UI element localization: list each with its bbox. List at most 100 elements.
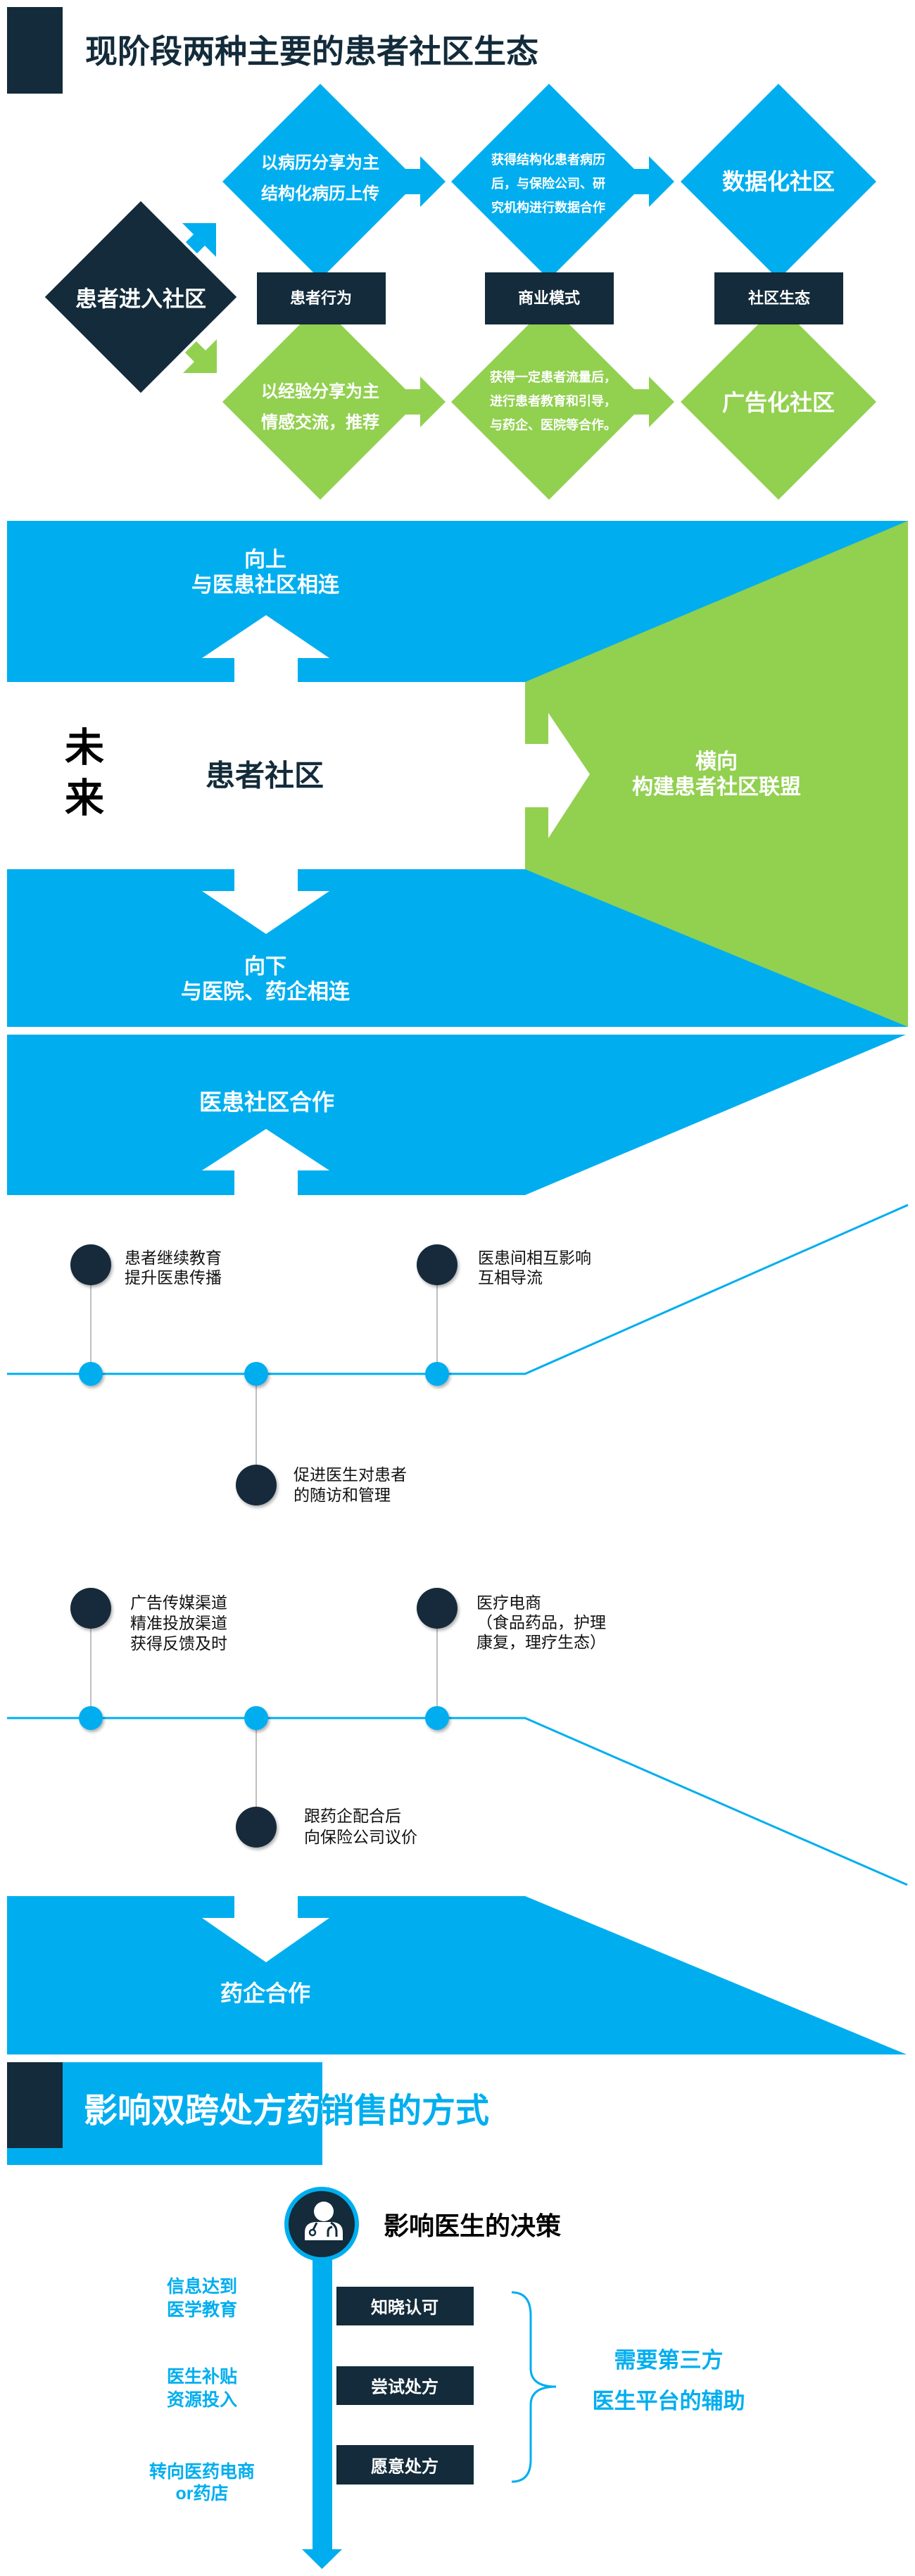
timeline-2-dot-1 bbox=[79, 1706, 103, 1730]
data-business-diamond bbox=[451, 84, 647, 279]
text-line: 促进医生对患者 bbox=[294, 1465, 407, 1484]
patient-community-label: 患者社区 bbox=[205, 759, 324, 793]
text-line: 需要第三方 bbox=[614, 2348, 724, 2373]
doctor-patient-band-label: 医患社区合作 bbox=[198, 1090, 335, 1115]
conclusion-text: 需要第三方 医生平台的辅助 bbox=[593, 2340, 745, 2422]
means-item-3: 转向医药电商 or药店 bbox=[149, 2461, 255, 2505]
section4-header-block bbox=[7, 2062, 63, 2148]
timeline-1-dot-3 bbox=[425, 1362, 449, 1386]
timeline-2-line bbox=[7, 1717, 908, 1886]
entry-diamond bbox=[41, 197, 241, 397]
text-line: 究机构进行数据合作 bbox=[491, 201, 605, 215]
timeline-1-item-1: 患者继续教育 提升医患传播 bbox=[125, 1248, 222, 1287]
curly-brace-icon bbox=[511, 2291, 557, 2483]
text-line: 与医院、药企相连 bbox=[181, 980, 350, 1004]
text-line: 与药企、医院等合作。 bbox=[490, 418, 617, 432]
arrow-right-icon bbox=[521, 713, 590, 838]
text-line: 提升医患传播 bbox=[125, 1268, 222, 1287]
doctor-stethoscope-icon bbox=[284, 2187, 359, 2261]
arrow-down-icon bbox=[202, 865, 329, 934]
text-line: 跟药企配合后 bbox=[304, 1807, 401, 1825]
data-behavior-text: 以病历分享为主 结构化病历上传 bbox=[261, 148, 379, 210]
ad-ecosystem-diamond bbox=[681, 304, 876, 500]
data-business-text: 获得结构化患者病历 后，与保险公司、研 究机构进行数据合作 bbox=[491, 148, 605, 220]
data-ecosystem-text: 数据化社区 bbox=[721, 169, 835, 194]
text-line: or药店 bbox=[175, 2484, 229, 2504]
pharma-band bbox=[7, 1896, 907, 2054]
text-line: 医患间相互影响 bbox=[478, 1249, 591, 1267]
arrow-up-icon bbox=[202, 615, 329, 686]
text-line: 互相导流 bbox=[478, 1268, 543, 1287]
means-item-1: 信息达到 医学教育 bbox=[167, 2275, 237, 2322]
timeline-2-marker-2 bbox=[236, 1807, 277, 1848]
timeline-1-line bbox=[7, 1204, 909, 1375]
band-arrow-up-icon bbox=[202, 1129, 329, 1199]
pharma-band-label: 药企合作 bbox=[220, 1981, 311, 2006]
data-ecosystem-diamond bbox=[681, 84, 876, 279]
timeline-1-marker-3 bbox=[417, 1244, 458, 1285]
text-line: 以经验分享为主 bbox=[261, 382, 379, 401]
text-line: 获得结构化患者病历 bbox=[491, 153, 605, 167]
timeline-2-dot-3 bbox=[425, 1706, 449, 1730]
text-line: 康复，理疗生态） bbox=[477, 1633, 606, 1651]
row-label-box-ecosystem bbox=[714, 272, 843, 324]
down-direction-text: 向下 与医院、药企相连 bbox=[181, 954, 350, 1005]
ad-behavior-diamond bbox=[222, 304, 418, 500]
entry-diamond-label: 患者进入社区 bbox=[75, 286, 206, 312]
timeline-1-marker-1 bbox=[70, 1244, 111, 1285]
text-line: 医疗电商 bbox=[477, 1593, 541, 1612]
text-line: 后，与保险公司、研 bbox=[491, 177, 605, 191]
timeline-2-item-2: 跟药企配合后 向保险公司议价 bbox=[304, 1805, 417, 1848]
decision-axis-arrow-down-icon bbox=[302, 2549, 342, 2569]
stage-box-willing bbox=[336, 2445, 474, 2485]
text-line: 向上 bbox=[244, 548, 286, 572]
lateral-direction-text: 横向 构建患者社区联盟 bbox=[632, 750, 801, 800]
data-row-arrow-2 bbox=[623, 156, 674, 207]
doctor-decision-heading: 影响医生的决策 bbox=[384, 2211, 562, 2240]
means-item-2: 医生补贴 资源投入 bbox=[167, 2366, 237, 2412]
text-line: 以病历分享为主 bbox=[261, 153, 379, 172]
section1-header-block bbox=[7, 7, 63, 94]
text-line: 向保险公司议价 bbox=[304, 1828, 417, 1846]
row-label-business: 商业模式 bbox=[517, 289, 581, 307]
text-line: （食品药品，护理 bbox=[477, 1613, 606, 1631]
timeline-1-item-2: 促进医生对患者 的随访和管理 bbox=[294, 1465, 407, 1505]
row-label-box-business bbox=[485, 272, 614, 324]
text-line: 构建患者社区联盟 bbox=[632, 776, 801, 799]
row-label-box-behavior bbox=[257, 272, 386, 324]
future-label-2: 来 bbox=[65, 776, 104, 821]
text-line: 获得一定患者流量后， bbox=[490, 370, 617, 384]
timeline-2-item-1: 广告传媒渠道 精准投放渠道 获得反馈及时 bbox=[130, 1593, 227, 1654]
text-line: 与医患社区相连 bbox=[191, 574, 339, 597]
text-line: 情感交流，推荐 bbox=[261, 413, 379, 432]
stage-label-awareness: 知晓认可 bbox=[371, 2298, 438, 2318]
text-line: 患者继续教育 bbox=[125, 1249, 222, 1267]
ad-behavior-text: 以经验分享为主 情感交流，推荐 bbox=[261, 377, 379, 438]
stage-box-awareness bbox=[336, 2287, 474, 2325]
ad-ecosystem-text: 广告化社区 bbox=[721, 390, 835, 415]
ad-business-diamond bbox=[451, 304, 647, 500]
text-line: 获得反馈及时 bbox=[130, 1634, 227, 1653]
decision-axis-bar bbox=[313, 2252, 332, 2551]
future-label-1: 未 bbox=[65, 725, 104, 770]
ad-row-arrow-2 bbox=[623, 377, 674, 427]
up-direction-text: 向上 与医患社区相连 bbox=[191, 548, 339, 598]
stage-label-trial: 尝试处方 bbox=[371, 2378, 438, 2397]
text-line: 信息达到 bbox=[166, 2277, 238, 2297]
timeline-1-item-3: 医患间相互影响 互相导流 bbox=[478, 1248, 591, 1287]
doctor-patient-band bbox=[7, 1035, 906, 1195]
timeline-1-dot-2 bbox=[244, 1362, 268, 1386]
text-line: 资源投入 bbox=[166, 2390, 238, 2410]
text-line: 横向 bbox=[695, 750, 738, 774]
lateral-green-field bbox=[525, 521, 908, 1027]
timeline-1-marker-2 bbox=[236, 1465, 277, 1505]
band-arrow-down-icon bbox=[202, 1892, 329, 1962]
text-line: 结构化病历上传 bbox=[261, 184, 379, 203]
timeline-2-marker-3 bbox=[417, 1588, 458, 1629]
timeline-2-item-3: 医疗电商 （食品药品，护理 康复，理疗生态） bbox=[477, 1593, 606, 1652]
stage-box-trial bbox=[336, 2366, 474, 2405]
text-line: 医生补贴 bbox=[166, 2367, 238, 2387]
section4-title: 影响双跨处方药销售的方式 bbox=[84, 2091, 489, 2132]
